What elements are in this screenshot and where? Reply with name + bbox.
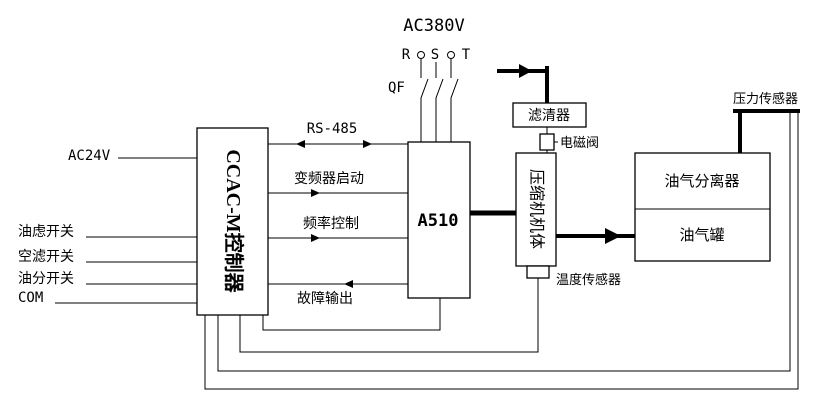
oil-filter-switch-label: 油虑开关 bbox=[18, 224, 74, 240]
phase-wire-r bbox=[420, 59, 429, 142]
controller-box bbox=[196, 127, 269, 316]
separator-tank-box bbox=[634, 152, 771, 262]
filter-box bbox=[512, 102, 587, 128]
filter-label: 滤清器 bbox=[528, 108, 570, 124]
phase-t-label: T bbox=[462, 47, 471, 63]
arrow-right-icon bbox=[311, 234, 320, 242]
ac24v-label: AC24V bbox=[68, 148, 111, 164]
phase-wire-s bbox=[435, 62, 444, 142]
phase-terminal-icon bbox=[417, 51, 425, 59]
ac380v-label: AC380V bbox=[403, 16, 464, 36]
compressor-label: 压缩机机体 bbox=[528, 169, 546, 249]
rs485-label: RS-485 bbox=[307, 121, 358, 137]
arrow-left-icon bbox=[296, 140, 305, 148]
feedback-line-temperature bbox=[239, 278, 539, 353]
fault-output-label: 故障输出 bbox=[297, 291, 353, 307]
phase-s-label: S bbox=[431, 47, 439, 63]
arrow-right-icon bbox=[363, 140, 372, 148]
flow-arrow-icon bbox=[519, 64, 532, 78]
tank-label: 油气罐 bbox=[679, 227, 724, 244]
inverter-start-label: 变频器启动 bbox=[294, 171, 364, 187]
phase-wire-t bbox=[450, 59, 459, 142]
temperature-sensor-box bbox=[526, 265, 550, 279]
solenoid-valve-label: 电磁阀 bbox=[560, 135, 599, 150]
compressor-box bbox=[515, 152, 557, 267]
com-label: COM bbox=[18, 290, 43, 306]
arrow-right-icon bbox=[311, 189, 320, 197]
arrow-left-icon bbox=[344, 280, 353, 288]
inverter-name: A510 bbox=[418, 211, 459, 231]
inverter-box bbox=[407, 141, 471, 299]
phase-r-label: R bbox=[402, 47, 411, 63]
solenoid-valve-box bbox=[539, 133, 555, 151]
air-filter-switch-label: 空滤开关 bbox=[18, 249, 74, 265]
phase-terminal-icon bbox=[447, 51, 455, 59]
feedback-line-pressure-2 bbox=[204, 113, 799, 390]
feedback-line-pressure-1 bbox=[217, 113, 791, 372]
qf-breaker-label: QF bbox=[388, 80, 405, 96]
pressure-sensor-label: 压力传感器 bbox=[733, 91, 798, 106]
oil-separator-switch-label: 油分开关 bbox=[18, 271, 74, 287]
temperature-sensor-label: 温度传感器 bbox=[556, 272, 621, 287]
controller-name: CCAC-M控制器 bbox=[222, 149, 246, 293]
feedback-line-inverter bbox=[262, 298, 441, 331]
separator-label: 油气分离器 bbox=[664, 173, 739, 190]
flow-arrow-icon bbox=[605, 228, 621, 244]
frequency-control-label: 频率控制 bbox=[303, 215, 359, 232]
